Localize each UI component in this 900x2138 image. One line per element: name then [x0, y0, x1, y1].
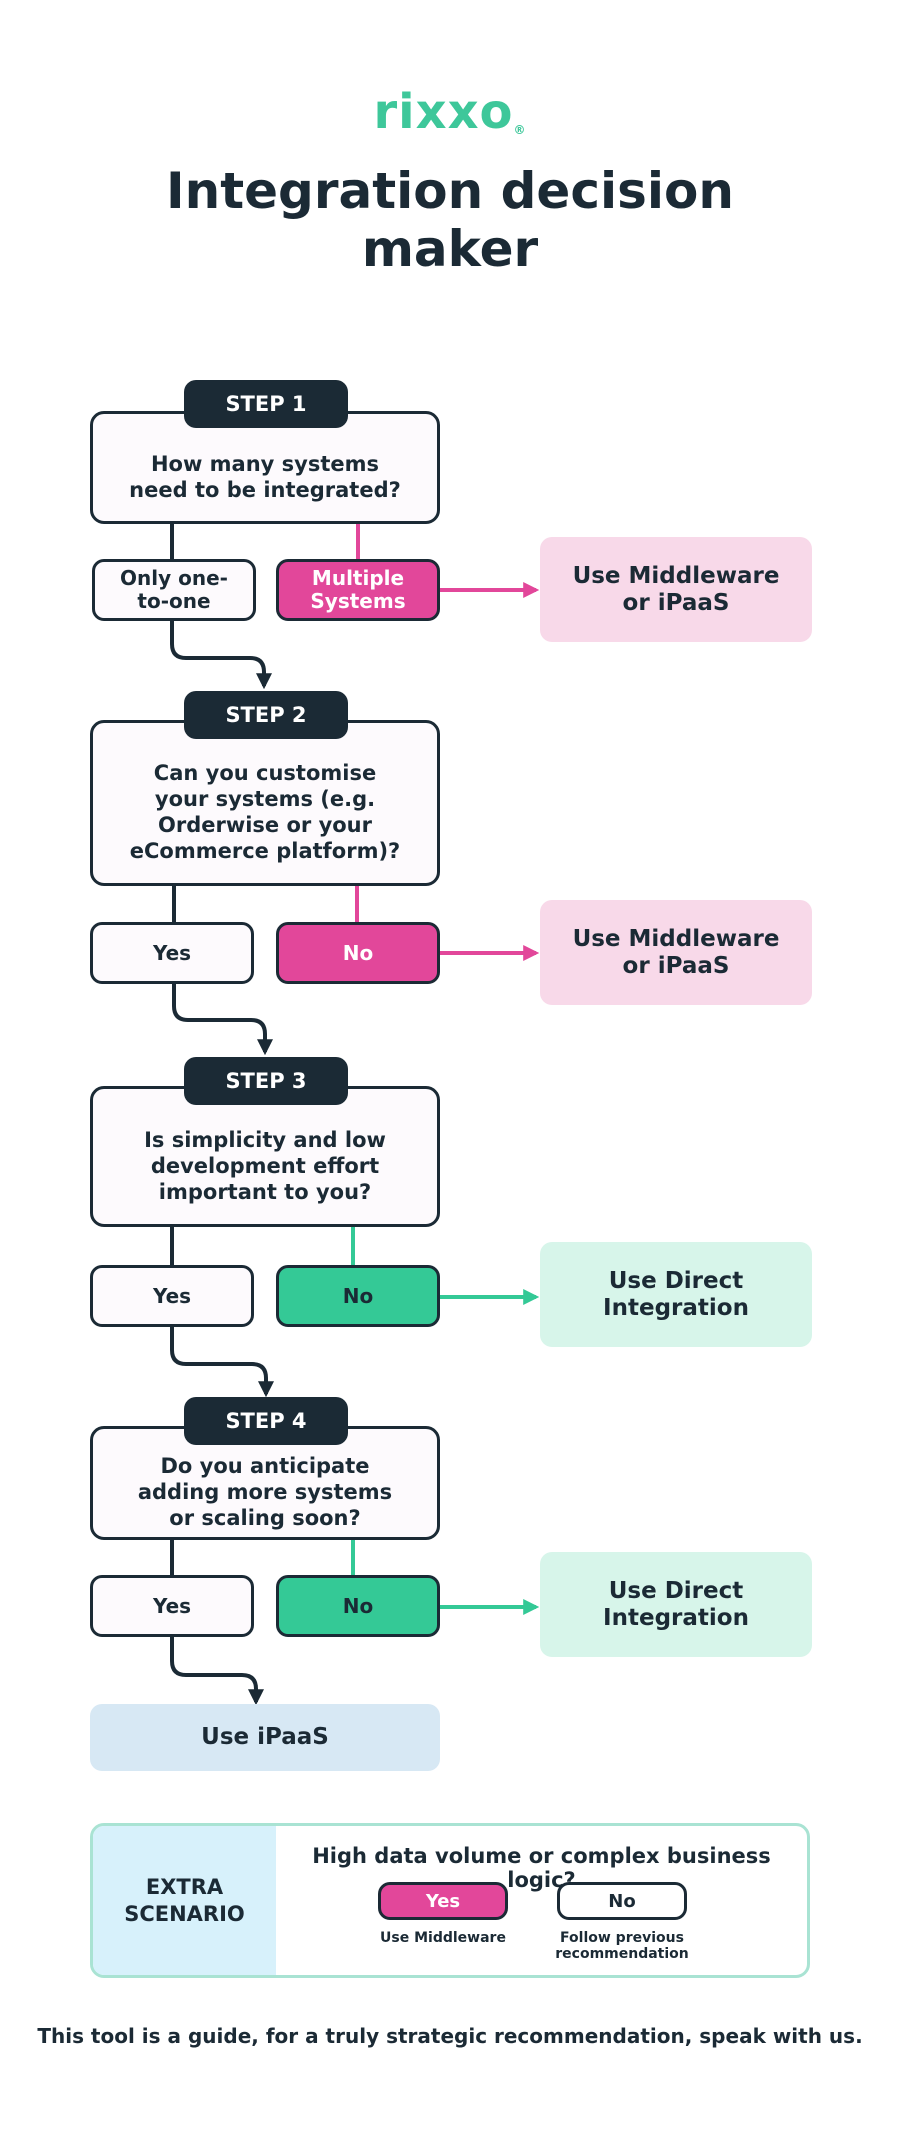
step3-question-box: Is simplicity and low development effort… [90, 1086, 440, 1227]
extra-no-badge: No [557, 1882, 687, 1920]
step2-result: Use Middleware or iPaaS [540, 900, 812, 1005]
step2-option-yes: Yes [90, 922, 254, 984]
footer-note: This tool is a guide, for a truly strate… [37, 2024, 863, 2048]
page-title: Integration decision maker [166, 162, 734, 278]
step3-question: Is simplicity and low development effort… [144, 1127, 386, 1204]
step1-result: Use Middleware or iPaaS [540, 537, 812, 642]
step2-label: STEP 2 [184, 691, 348, 739]
arrow-step3-to-step4 [170, 1326, 274, 1398]
step4-question-box: Do you anticipate adding more systems or… [90, 1426, 440, 1540]
rixxo-logo: rixxo® [373, 84, 527, 140]
extra-scenario-label: EXTRA SCENARIO [93, 1826, 276, 1975]
extra-yes-badge: Yes [378, 1882, 508, 1920]
step4-result: Use Direct Integration [540, 1552, 812, 1657]
step2-question-box: Can you customise your systems (e.g. Ord… [90, 720, 440, 886]
arrow-step2-to-step3 [172, 981, 273, 1056]
step4-question: Do you anticipate adding more systems or… [137, 1454, 393, 1530]
step1-label: STEP 1 [184, 380, 348, 428]
step3-result: Use Direct Integration [540, 1242, 812, 1347]
step1-question-box: How many systems need to be integrated? [90, 411, 440, 524]
step1-question: How many systems need to be integrated? [129, 451, 401, 502]
arrow-step4-to-final [170, 1636, 264, 1706]
step4-option-no: No [276, 1575, 440, 1637]
step3-label: STEP 3 [184, 1057, 348, 1105]
final-result: Use iPaaS [90, 1704, 440, 1771]
step2-option-no: No [276, 922, 440, 984]
extra-scenario-question: High data volume or complex business log… [312, 1844, 771, 1892]
extra-no-caption: Follow previous recommendation [555, 1930, 689, 1962]
step3-option-no: No [276, 1265, 440, 1327]
step4-label: STEP 4 [184, 1397, 348, 1445]
step2-question: Can you customise your systems (e.g. Ord… [129, 761, 401, 863]
step4-option-yes: Yes [90, 1575, 254, 1637]
step1-option-one-to-one: Only one-to-one [92, 559, 256, 621]
step3-option-yes: Yes [90, 1265, 254, 1327]
extra-yes-caption: Use Middleware [380, 1930, 506, 1946]
extra-scenario-box: EXTRA SCENARIO High data volume or compl… [90, 1823, 810, 1978]
arrow-step1-to-step2 [170, 619, 272, 690]
step1-option-multiple-systems: Multiple Systems [276, 559, 440, 621]
